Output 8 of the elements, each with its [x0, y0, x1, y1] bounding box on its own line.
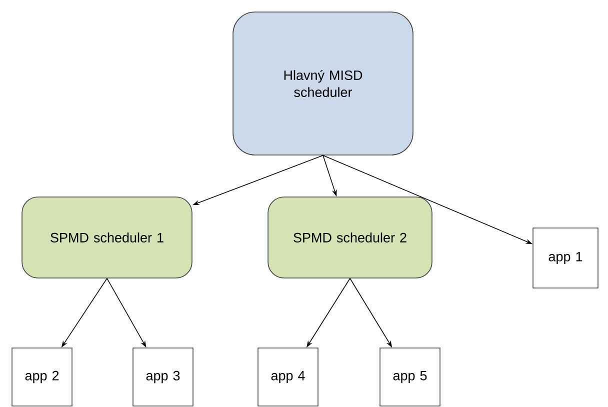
- app-box: app 3: [132, 348, 194, 406]
- app-box: app 5: [380, 348, 440, 406]
- app-box: app 4: [258, 348, 318, 406]
- rounded-box: SPMD scheduler 2: [268, 196, 432, 278]
- rounded-box: SPMD scheduler 1: [22, 196, 192, 278]
- rounded-box: Hlavný MISD scheduler: [232, 12, 414, 156]
- app-box: app 1: [532, 228, 598, 288]
- app-box: app 2: [12, 348, 72, 406]
